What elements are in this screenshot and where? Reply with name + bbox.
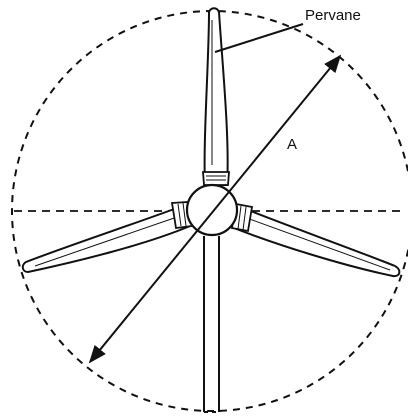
blade-label: Pervane bbox=[305, 7, 361, 24]
right-blade bbox=[230, 202, 401, 278]
left-blade bbox=[21, 201, 194, 274]
upper-blade bbox=[202, 7, 230, 186]
diameter-label: A bbox=[287, 136, 297, 153]
blade-leader-line bbox=[214, 23, 304, 53]
diameter-arrow bbox=[88, 54, 342, 364]
tower bbox=[203, 236, 220, 413]
